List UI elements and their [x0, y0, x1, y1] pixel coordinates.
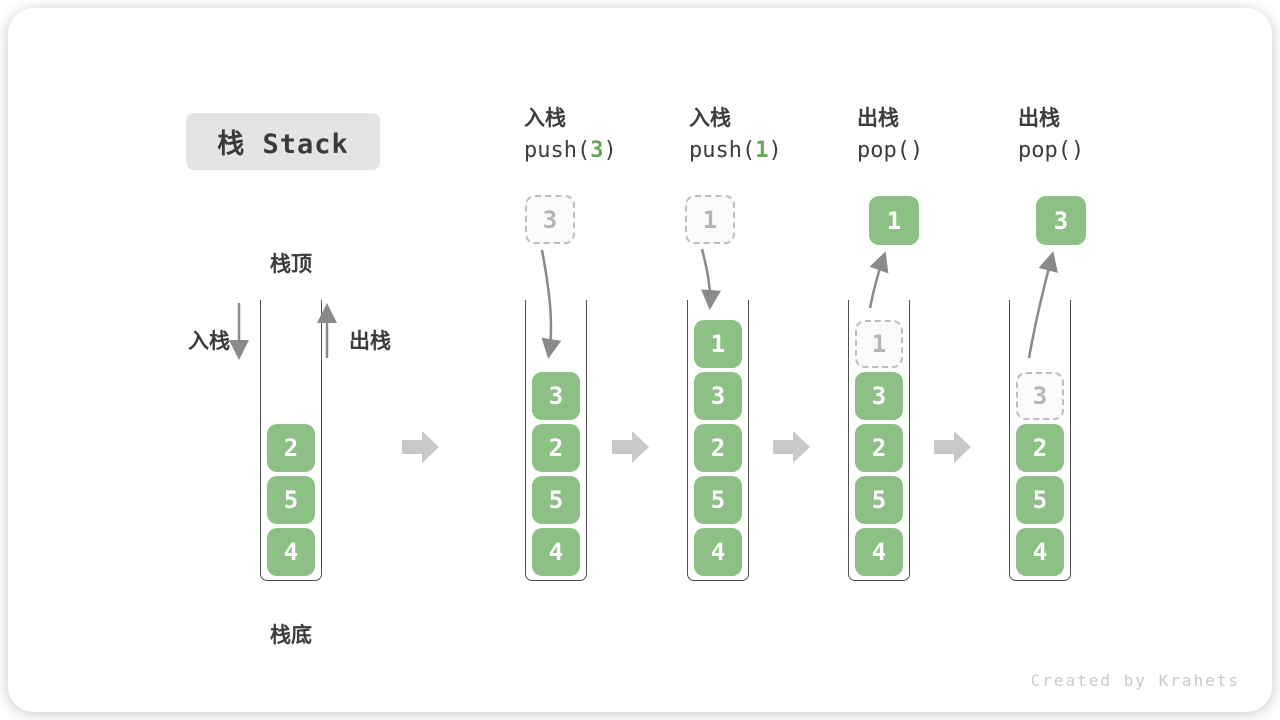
step-label: 入栈	[689, 107, 731, 130]
step-transition-arrow-icon	[773, 431, 810, 463]
stack-element: 2	[694, 424, 742, 472]
popped-element-1: 1	[869, 196, 919, 245]
stack-element: 3	[532, 372, 580, 420]
stack-element: 5	[1016, 476, 1064, 524]
popped-element-3: 3	[1036, 196, 1086, 245]
step-label: 出栈	[1018, 107, 1060, 130]
removed-slot-element: 3	[1016, 372, 1064, 420]
diagram-card: 栈 Stack 栈顶 栈底 入栈 出栈 入栈 push(3) 入栈 push(1…	[8, 8, 1272, 712]
step-code: pop()	[1018, 134, 1178, 168]
code-open: push(	[524, 138, 591, 163]
code-open: pop(	[1018, 138, 1071, 163]
push-motion-arrow-icon	[700, 248, 721, 310]
stack-element: 4	[267, 528, 315, 576]
code-open: pop(	[857, 138, 910, 163]
stack-element: 4	[694, 528, 742, 576]
step-code: push(1)	[689, 134, 849, 168]
push-side-label: 入栈	[188, 330, 230, 353]
code-close: )	[768, 138, 782, 163]
stack-element: 5	[694, 476, 742, 524]
step-header-pop-1: 出栈 pop()	[857, 104, 1017, 168]
code-close: )	[1070, 138, 1085, 163]
stack-bottom-label: 栈底	[270, 624, 312, 647]
step-label: 出栈	[857, 107, 899, 130]
code-arg: 3	[590, 138, 604, 163]
stack-element: 3	[694, 372, 742, 420]
code-close: )	[603, 138, 617, 163]
removed-slot-element: 1	[855, 320, 903, 368]
stack-element: 4	[532, 528, 580, 576]
stack-element: 5	[855, 476, 903, 524]
step-transition-arrow-icon	[402, 431, 439, 463]
step-header-push-3: 入栈 push(3)	[524, 104, 684, 168]
title-badge: 栈 Stack	[186, 113, 380, 170]
stack-element: 3	[855, 372, 903, 420]
title-text: 栈 Stack	[217, 129, 349, 160]
incoming-element-1: 1	[685, 195, 735, 244]
stack-element: 5	[267, 476, 315, 524]
pop-side-label: 出栈	[349, 330, 391, 353]
stack-element: 2	[1016, 424, 1064, 472]
stack-element: 2	[267, 424, 315, 472]
code-close: )	[909, 138, 924, 163]
stack-element: 2	[855, 424, 903, 472]
stack-element: 1	[694, 320, 742, 368]
step-label: 入栈	[524, 107, 566, 130]
stack-element: 5	[532, 476, 580, 524]
code-open: push(	[689, 138, 756, 163]
stack-top-label: 栈顶	[270, 253, 312, 276]
stack-element: 4	[855, 528, 903, 576]
stack-element: 4	[1016, 528, 1064, 576]
stack-element: 2	[532, 424, 580, 472]
step-code: push(3)	[524, 134, 684, 168]
incoming-element-3: 3	[525, 195, 575, 244]
step-header-pop-3: 出栈 pop()	[1018, 104, 1178, 168]
step-header-push-1: 入栈 push(1)	[689, 104, 849, 168]
step-transition-arrow-icon	[934, 431, 971, 463]
step-code: pop()	[857, 134, 1017, 168]
code-arg: 1	[755, 138, 769, 163]
footer-credit: Created by Krahets	[1030, 671, 1240, 690]
step-transition-arrow-icon	[612, 431, 649, 463]
